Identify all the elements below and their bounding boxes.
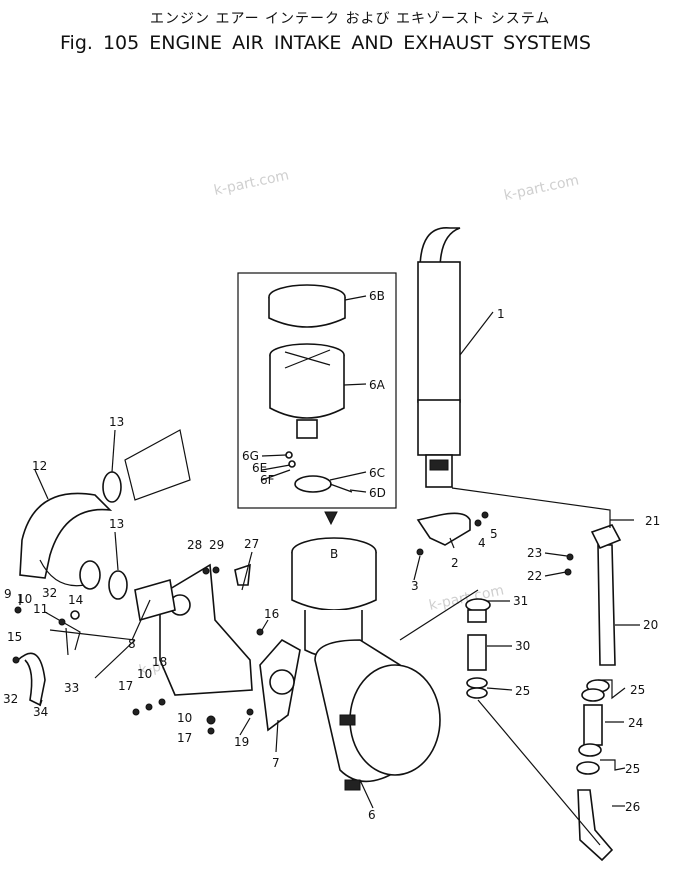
nut xyxy=(207,727,215,735)
callout: 34 xyxy=(33,705,48,719)
callout: 10 xyxy=(137,667,152,681)
callout: 6D xyxy=(369,486,386,500)
callout: 6 xyxy=(368,808,376,822)
callout: 13 xyxy=(109,415,124,429)
callout: 5 xyxy=(490,527,498,541)
callout: 30 xyxy=(515,639,530,653)
callout: 8 xyxy=(128,637,136,651)
callout: 14 xyxy=(68,593,83,607)
callout: 10 xyxy=(177,711,192,725)
callout: 6B xyxy=(369,289,385,303)
callout: 13 xyxy=(109,517,124,531)
callout: 25 xyxy=(630,683,645,697)
washer xyxy=(145,703,153,711)
muffler xyxy=(417,227,461,488)
bushing xyxy=(70,610,80,620)
callout: 25 xyxy=(625,762,640,776)
callout: 20 xyxy=(643,618,658,632)
leader-line xyxy=(459,311,494,356)
inset-pointer xyxy=(324,511,338,526)
callout: 32 xyxy=(42,586,57,600)
callout: 7 xyxy=(272,756,280,770)
watermark: k-part.com xyxy=(428,582,506,614)
washer xyxy=(285,451,293,459)
air-cleaner-element xyxy=(269,343,345,439)
hose-clamp xyxy=(108,570,128,600)
nut xyxy=(132,708,140,716)
callout: 12 xyxy=(32,459,47,473)
callout: 2 xyxy=(451,556,459,570)
callout: 24 xyxy=(628,716,643,730)
connector-pipe xyxy=(465,598,491,699)
washer xyxy=(158,698,166,706)
bolt xyxy=(246,708,254,716)
callout: 23 xyxy=(527,546,542,560)
bolt xyxy=(212,566,220,574)
air-cleaner-cover xyxy=(268,284,346,328)
callout: 1 xyxy=(497,307,505,321)
callout: 16 xyxy=(264,607,279,621)
callout: 22 xyxy=(527,569,542,583)
intake-hose xyxy=(19,492,113,590)
rod xyxy=(17,652,46,707)
inset-box xyxy=(237,272,397,509)
callout: 27 xyxy=(244,537,259,551)
air-cleaner-assembly: B xyxy=(291,537,441,791)
washer xyxy=(288,460,296,468)
callout: 6F xyxy=(260,473,275,487)
callout: 4 xyxy=(478,536,486,550)
callout: 15 xyxy=(7,630,22,644)
washer xyxy=(566,553,574,561)
callout: 6G xyxy=(242,449,259,463)
pin xyxy=(58,618,66,626)
clip xyxy=(12,656,20,664)
intake-pipe-ghost xyxy=(124,429,191,501)
exhaust-pipe xyxy=(576,524,622,862)
figure-title: Fig. 105 ENGINE AIR INTAKE AND EXHAUST S… xyxy=(60,32,591,54)
callout: 6C xyxy=(369,466,385,480)
watermark: k-part.com xyxy=(213,167,291,199)
watermark: k-part.com xyxy=(503,172,581,204)
callout: 17 xyxy=(177,731,192,745)
callout: 18 xyxy=(152,655,167,669)
bolt xyxy=(202,567,210,575)
bolt xyxy=(256,628,264,636)
callout-B: B xyxy=(330,547,338,561)
callout: 6A xyxy=(369,378,386,392)
callout: 31 xyxy=(513,594,528,608)
callout: 11 xyxy=(33,602,48,616)
hose-clamp xyxy=(102,471,122,503)
link-33 xyxy=(44,611,81,651)
small-bracket xyxy=(234,563,251,586)
callout: 25 xyxy=(515,684,530,698)
callout: 21 xyxy=(645,514,660,528)
japanese-title: エンジン エアー インテーク および エキゾースト システム xyxy=(150,11,551,27)
callout: 32 xyxy=(3,692,18,706)
clamp-ring xyxy=(294,475,332,493)
callout: 17 xyxy=(118,679,133,693)
callout: 10 xyxy=(17,592,32,606)
muffler-bracket xyxy=(416,511,489,556)
callout: 9 xyxy=(4,587,12,601)
callout: 33 xyxy=(64,681,79,695)
callout: 28 xyxy=(187,538,202,552)
callout: 6E xyxy=(252,461,267,475)
callout: 26 xyxy=(625,800,640,814)
callout: 29 xyxy=(209,538,224,552)
mounting-bracket xyxy=(159,563,253,696)
bolt xyxy=(14,606,22,614)
callout: 19 xyxy=(234,735,249,749)
washer xyxy=(206,715,216,725)
callout: 3 xyxy=(411,579,419,593)
gasket xyxy=(259,638,301,732)
